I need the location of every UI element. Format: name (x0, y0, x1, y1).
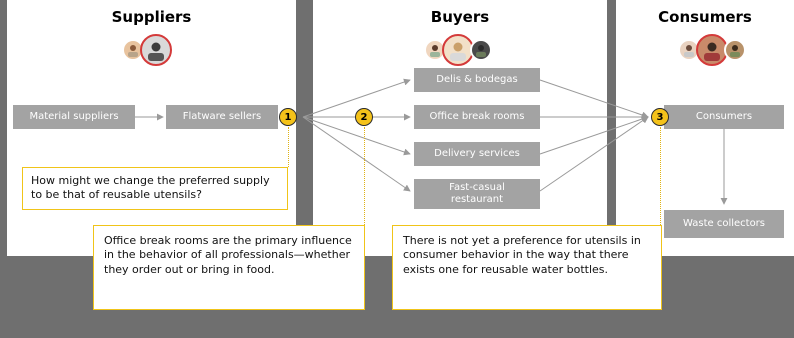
arrow-to-delivery (302, 116, 411, 156)
buyers-title: Buyers (430, 8, 490, 26)
arrow-fast-casual-to-consumers (539, 116, 649, 192)
node-delis-bodegas: Delis & bodegas (414, 68, 540, 92)
node-fast-casual-restaurant: Fast-casual restaurant (414, 179, 540, 209)
node-delivery-services: Delivery services (414, 142, 540, 166)
note-2: Office break rooms are the primary influ… (93, 225, 365, 310)
badge-2[interactable]: 2 (355, 108, 373, 126)
consumers-title: Consumers (658, 8, 752, 26)
note-1: How might we change the preferred supply… (22, 167, 288, 210)
suppliers-title: Suppliers (111, 8, 192, 26)
consumers-avatars (678, 34, 746, 66)
node-material-suppliers: Material suppliers (13, 105, 135, 129)
arrow-to-fast-casual (302, 116, 411, 192)
node-waste-collectors: Waste collectors (664, 210, 784, 238)
person-avatar-icon (140, 34, 172, 66)
person-avatar-icon (724, 39, 746, 61)
person-avatar-icon (470, 39, 492, 61)
node-flatware-sellers: Flatware sellers (166, 105, 278, 129)
badge-3[interactable]: 3 (651, 108, 669, 126)
connector-2 (364, 127, 365, 225)
buyers-avatars (424, 34, 492, 66)
arrow-delis-to-consumers (539, 79, 649, 119)
note-3: There is not yet a preference for utensi… (392, 225, 662, 310)
connector-3 (660, 127, 661, 225)
badge-1[interactable]: 1 (279, 108, 297, 126)
suppliers-avatars (122, 34, 172, 66)
arrow-to-delis (302, 78, 411, 118)
node-office-break-rooms: Office break rooms (414, 105, 540, 129)
arrow-delivery-to-consumers (539, 115, 649, 155)
connector-1 (288, 127, 289, 167)
node-consumers: Consumers (664, 105, 784, 129)
